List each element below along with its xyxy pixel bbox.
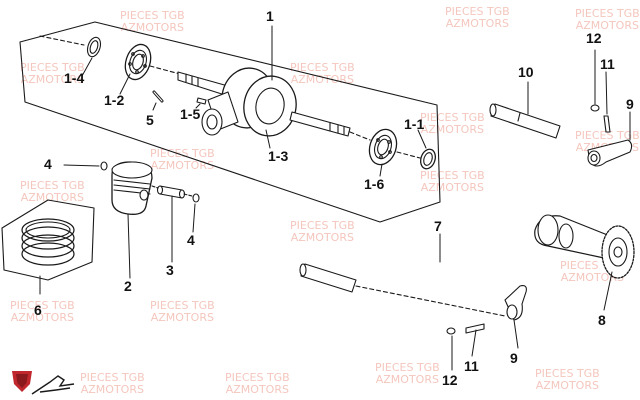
circlip-4-upper (100, 161, 108, 171)
callout-9-upper: 9 (626, 96, 634, 112)
leader-lines (39, 25, 631, 371)
circlip-4-lower (192, 193, 200, 203)
adjuster-screw-11-upper (603, 115, 611, 133)
callout-4-lower: 4 (187, 232, 195, 248)
piston-rings-6 (21, 218, 75, 266)
lock-nut-12-lower (446, 327, 456, 335)
callout-6: 6 (34, 302, 42, 318)
callout-9-lower: 9 (510, 350, 518, 366)
callout-1-6: 1-6 (364, 176, 385, 192)
callout-12-upper: 12 (586, 30, 602, 46)
callout-11-upper: 11 (600, 56, 615, 72)
crankshaft-group-outline (19, 21, 441, 223)
callout-11-lower: 11 (464, 358, 479, 374)
piston-2 (111, 161, 153, 215)
callout-10: 10 (518, 64, 534, 80)
lock-nut-12-upper (590, 104, 600, 112)
callout-1: 1 (266, 8, 274, 24)
oil-seal-1-4 (86, 36, 102, 58)
woodruff-key-1-5 (196, 97, 207, 105)
callout-12-lower: 12 (442, 372, 458, 388)
az-motors-shield-logo (12, 371, 32, 392)
pin-5 (152, 90, 164, 103)
bearing-1-6 (368, 128, 398, 166)
crankshaft-1 (177, 67, 351, 137)
callout-2: 2 (124, 278, 132, 294)
rocker-arm-9-lower (504, 285, 527, 321)
rocker-shaft-10 (489, 103, 561, 139)
callout-1-5: 1-5 (180, 106, 201, 122)
rocker-arm-9-upper (587, 139, 633, 167)
adjuster-screw-11-lower (465, 323, 485, 334)
rocker-shaft-7 (299, 263, 357, 293)
callout-1-3: 1-3 (268, 148, 289, 164)
callout-3: 3 (166, 262, 174, 278)
callout-1-2: 1-2 (104, 92, 125, 108)
callout-1-4: 1-4 (64, 70, 85, 86)
callout-1-1: 1-1 (404, 116, 425, 132)
callout-8: 8 (598, 312, 606, 328)
callout-5: 5 (146, 112, 154, 128)
swoosh-icon (31, 375, 75, 395)
callout-7: 7 (434, 218, 442, 234)
piston-rings-group-outline (1, 199, 95, 281)
camshaft-8 (534, 214, 635, 279)
callout-4-upper: 4 (44, 156, 52, 172)
piston-pin-3 (156, 185, 186, 199)
bearing-1-2 (124, 43, 152, 81)
oil-seal-1-1 (420, 148, 436, 170)
